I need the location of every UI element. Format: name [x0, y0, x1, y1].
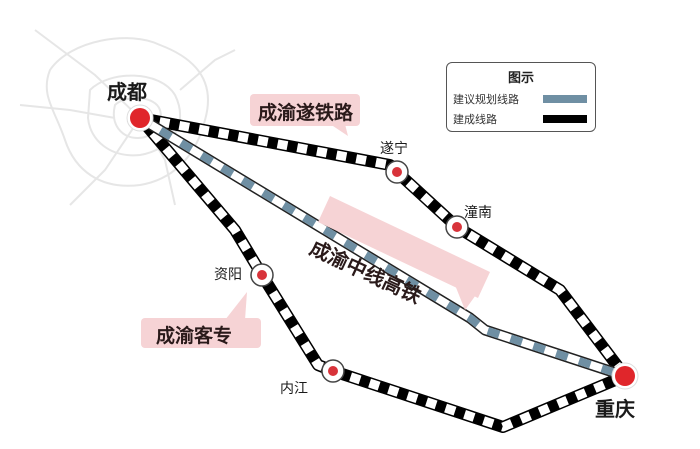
- city-dot-suining: [385, 160, 409, 184]
- city-dot-neijiang: [321, 359, 345, 383]
- legend-swatch-planned: [543, 95, 587, 103]
- city-label-chongqing: 重庆: [595, 397, 635, 421]
- chengyu-passenger-line: [135, 114, 628, 433]
- chengyu-sui-railway-line: [138, 112, 630, 380]
- city-dot-chengdu: [126, 104, 154, 132]
- city-label-chengdu: 成都: [107, 80, 147, 104]
- city-label-neijiang: 内江: [280, 381, 308, 397]
- city-dot-chongqing: [611, 362, 639, 390]
- chengyu-central-hsr-line: [137, 113, 627, 382]
- legend: 图示 建议规划线路 建成线路: [446, 62, 596, 132]
- callout-bubble-chengyu-central: [318, 196, 490, 310]
- route-label-chengyu-sui: 成渝遂铁路: [258, 102, 354, 124]
- city-label-ziyang: 资阳: [214, 267, 242, 283]
- legend-swatch-built: [543, 115, 587, 123]
- callout-bubble-chengyu-passenger: [141, 292, 261, 348]
- city-dot-tongnan: [445, 215, 469, 239]
- route-label-chengyu-passenger: 成渝客专: [156, 325, 233, 347]
- city-label-tongnan: 潼南: [464, 205, 492, 221]
- legend-item-planned: 建议规划线路: [453, 93, 519, 106]
- legend-item-built: 建成线路: [453, 113, 497, 126]
- callout-bubble-chengyu-sui: [250, 94, 360, 136]
- legend-title: 图示: [507, 71, 534, 86]
- city-dot-ziyang: [250, 263, 274, 287]
- city-label-suining: 遂宁: [380, 141, 408, 157]
